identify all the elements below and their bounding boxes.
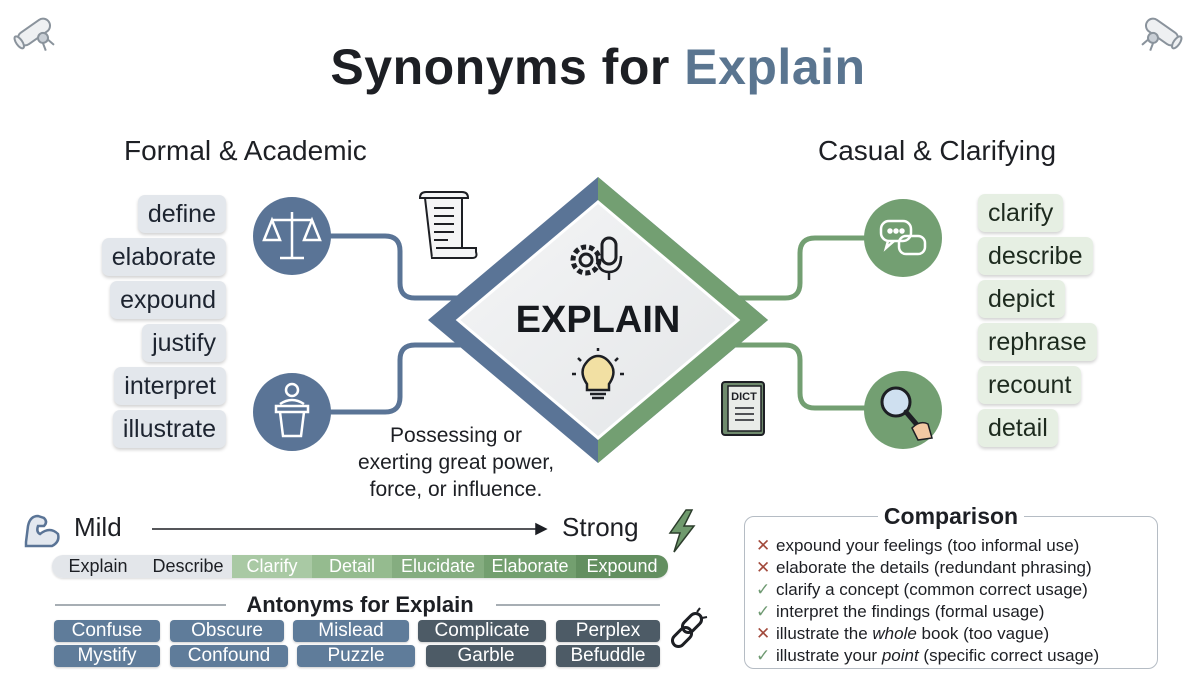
antonym-chip: Perplex	[556, 620, 660, 642]
scale-segment: Clarify	[232, 555, 312, 578]
cross-icon: ✕	[756, 624, 771, 643]
scale-segment: Describe	[144, 555, 232, 578]
comparison-row: ✕ illustrate the whole book (too vague)	[756, 623, 1049, 645]
formal-synonym: justify	[142, 324, 226, 362]
comparison-row: ✕ expound your feelings (too informal use…	[756, 535, 1079, 557]
antonym-chip: Obscure	[170, 620, 284, 642]
cross-icon: ✕	[756, 536, 771, 555]
formal-synonym: elaborate	[101, 238, 226, 276]
comparison-row: ✓ interpret the findings (formal usage)	[756, 601, 1044, 623]
definition-line: Possessing or	[390, 424, 522, 447]
casual-synonym: depict	[978, 280, 1065, 318]
title-prefix: Synonyms for	[330, 39, 670, 95]
antonym-chip: Confound	[170, 645, 288, 667]
scale-segment: Elaborate	[484, 555, 576, 578]
left-connectors	[327, 233, 518, 415]
mild-label: Mild	[74, 512, 122, 542]
comparison-row: ✓ clarify a concept (common correct usage…	[756, 579, 1088, 601]
center-word: EXPLAIN	[515, 299, 681, 341]
lightning-icon	[668, 509, 696, 553]
chat-bubbles-icon	[864, 199, 942, 277]
flexed-arm-icon	[24, 514, 60, 548]
check-icon: ✓	[756, 602, 771, 621]
formal-synonym: interpret	[114, 367, 226, 405]
antonym-chip: Befuddle	[556, 645, 660, 667]
comparison-text-pre: illustrate your	[776, 646, 882, 665]
comparison-box	[744, 516, 1158, 669]
check-icon: ✓	[756, 580, 771, 599]
comparison-text-emphasis: point	[881, 646, 919, 665]
strong-label: Strong	[562, 512, 639, 542]
comparison-row: ✕ elaborate the details (redundant phrasi…	[756, 557, 1092, 579]
definition-text: Possessing or exerting great power, forc…	[340, 422, 572, 503]
intensity-scale: Explain Describe Clarify Detail Elucidat…	[52, 555, 668, 578]
dictionary-label: DICT	[731, 391, 757, 403]
comparison-heading: Comparison	[744, 503, 1158, 530]
formal-synonym-list: define elaborate expound justify interpr…	[60, 195, 226, 455]
comparison-text: clarify a concept (common correct usage)	[776, 580, 1088, 599]
scale-segment: Expound	[576, 555, 668, 578]
diploma-icon-left	[13, 17, 55, 51]
scales-icon	[253, 197, 331, 275]
antonym-chip: Puzzle	[297, 645, 415, 667]
definition-line: force, or influence.	[369, 478, 543, 501]
check-icon: ✓	[756, 646, 771, 665]
comparison-text: interpret the findings (formal usage)	[776, 602, 1045, 621]
scroll-document-icon	[418, 191, 478, 259]
comparison-heading-text: Comparison	[877, 503, 1025, 529]
title-accent: Explain	[684, 39, 866, 95]
scale-segment: Detail	[312, 555, 392, 578]
formal-synonym: define	[137, 195, 226, 233]
casual-synonym: rephrase	[978, 323, 1097, 361]
comparison-row: ✓ illustrate your point (specific correct…	[756, 645, 1099, 667]
casual-heading: Casual & Clarifying	[818, 135, 1057, 166]
lectern-icon	[253, 373, 331, 451]
lightbulb-icon	[572, 348, 624, 400]
scale-segment: Elucidate	[392, 555, 484, 578]
diploma-icon-right	[1141, 17, 1183, 51]
casual-synonym: detail	[978, 409, 1058, 447]
gear-microphone-icon	[570, 236, 623, 280]
broken-chain-icon	[670, 607, 708, 649]
comparison-text-post: (specific correct usage)	[918, 646, 1100, 665]
casual-synonym-list: clarify describe depict rephrase recount…	[978, 194, 1138, 454]
dictionary-book-icon: DICT	[721, 381, 765, 436]
comparison-text-pre: illustrate the	[776, 624, 873, 643]
comparison-text: elaborate the details (redundant phrasin…	[776, 558, 1092, 577]
comparison-text-post: book (too vague)	[916, 624, 1050, 643]
antonym-chip: Confuse	[54, 620, 160, 642]
comparison-text: expound your feelings (too informal use)	[776, 536, 1080, 555]
formal-synonym: illustrate	[112, 410, 226, 448]
magnifier-icon	[864, 371, 942, 449]
casual-synonym: describe	[978, 237, 1093, 275]
definition-line: exerting great power,	[357, 451, 555, 474]
cross-icon: ✕	[756, 558, 771, 577]
page-title: Synonyms for Explain	[0, 38, 1196, 96]
right-connectors	[687, 235, 869, 411]
casual-synonym: recount	[978, 366, 1082, 404]
comparison-text-emphasis: whole	[872, 624, 917, 643]
antonym-chip: Mislead	[293, 620, 409, 642]
central-diamond	[428, 177, 768, 463]
scale-segment: Explain	[52, 555, 144, 578]
formal-synonym: expound	[110, 281, 226, 319]
intensity-arrow	[152, 522, 548, 536]
antonym-chip: Complicate	[418, 620, 546, 642]
formal-heading: Formal & Academic	[124, 135, 367, 166]
antonyms-heading: Antonyms for Explain	[246, 592, 474, 617]
casual-synonym: clarify	[978, 194, 1064, 232]
antonym-chip: Garble	[426, 645, 546, 667]
antonym-chip: Mystify	[54, 645, 160, 667]
